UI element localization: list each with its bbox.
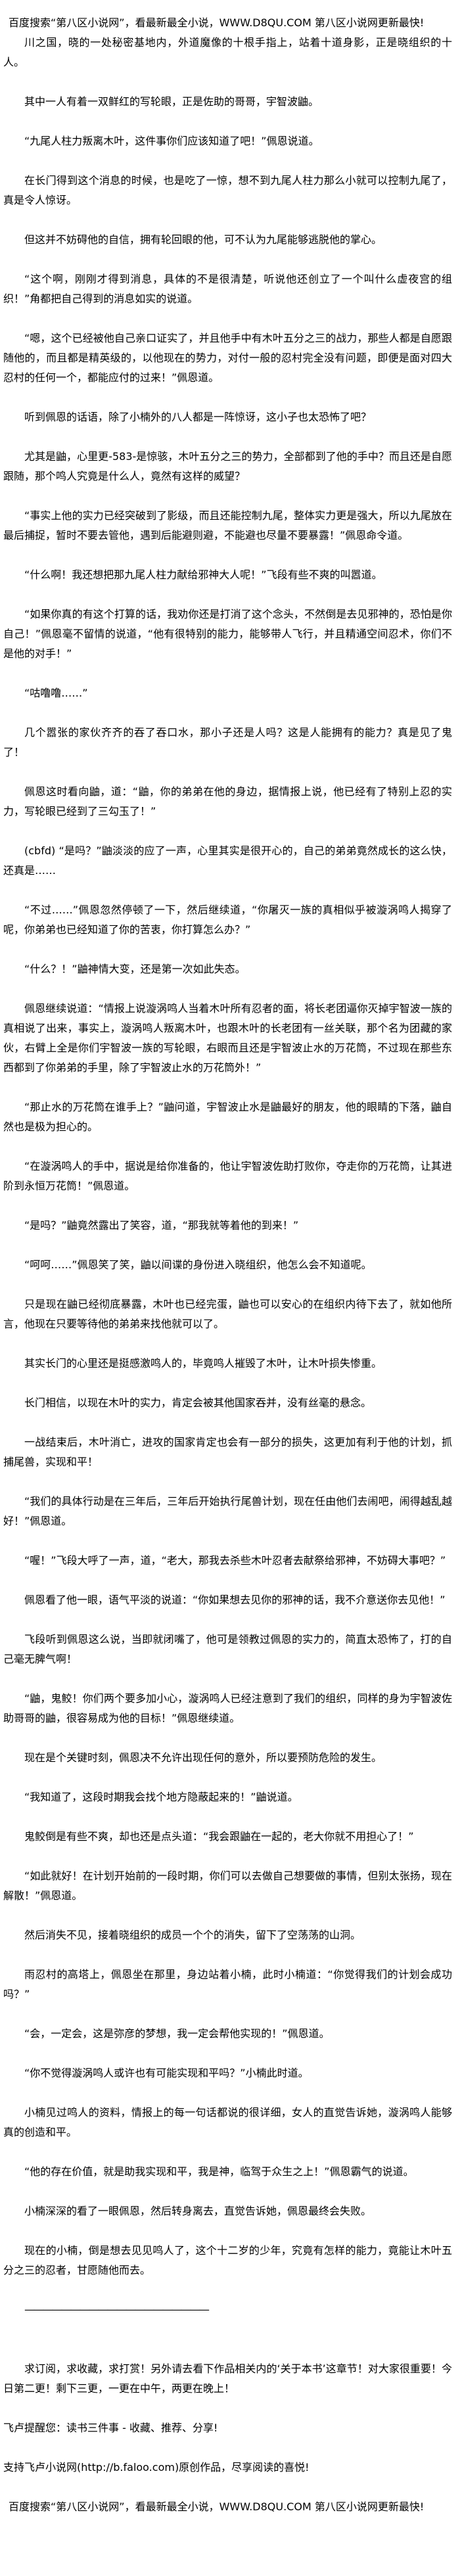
paragraph: 几个嚣张的家伙齐齐的吞了吞口水，那小子还是人吗？这是人能拥有的能力？真是见了鬼了… — [3, 726, 452, 758]
paragraph: 鬼鲛倒是有些不爽，却也还是点头道：“我会跟鼬在一起的，老大你就不用担心了！” — [24, 1830, 414, 1843]
paragraph: 佩恩看了他一眼，语气平淡的说道：“你如果想去见你的邪神的话，我不介意送你去见他！… — [24, 1594, 446, 1606]
paragraph: “在漩涡鸣人的手中，据说是给你准备的，他让宇智波佐助打败你，夺走你的万花筒，让其… — [3, 1160, 452, 1192]
paragraph: “你不觉得漩涡鸣人或许也有可能实现和平吗？”小楠此时道。 — [24, 2067, 309, 2079]
paragraph: “如果你真的有这个打算的话，我劝你还是打消了这个念头，不然倒是去见邪神的，恐怕是… — [3, 608, 452, 660]
paragraph: 小楠见过鸣人的资料，情报上的每一句话都说的很详细，女人的直觉告诉她，漩涡鸣人能够… — [3, 2106, 452, 2138]
paragraph: “事实上他的实力已经突破到了影级，而且还能控制九尾，整体实力更是强大，所以九尾放… — [3, 509, 452, 541]
site-banner-top: 百度搜索“第八区小说网”，看最新最全小说，WWW.D8QU.COM 第八区小说网… — [9, 16, 425, 29]
paragraph: 但这并不妨碍他的自信，拥有轮回眼的他，可不认为九尾能够逃脱他的掌心。 — [24, 233, 382, 246]
site-banner-bottom: 百度搜索“第八区小说网”，看最新最全小说，WWW.D8QU.COM 第八区小说网… — [9, 2500, 425, 2513]
paragraph: 其中一人有着一双鲜红的写轮眼，正是佐助的哥哥，宇智波鼬。 — [24, 95, 319, 108]
paragraph: “我知道了，这段时期我会找个地方隐蔽起来的！”鼬说道。 — [24, 1791, 298, 1803]
paragraph: 其实长门的心里还是挺感激鸣人的，毕竟鸣人摧毁了木叶，让木叶损失惨重。 — [24, 1357, 382, 1369]
paragraph: “嗯，这个已经被他自己亲口证实了，并且他手中有木叶五分之三的战力，那些人都是自愿… — [3, 332, 452, 384]
paragraph: 在长门得到这个消息的时候，也是吃了一惊，想不到九尾人柱力那么小就可以控制九尾了，… — [3, 174, 452, 206]
paragraph: “他的存在价值，就是助我实现和平，我是神，临驾于众生之上！”佩恩霸气的说道。 — [24, 2165, 414, 2178]
paragraph: 长门相信，以现在木叶的实力，肯定会被其他国家吞并，没有丝毫的悬念。 — [24, 1396, 372, 1409]
author-note: 求订阅，求收藏，求打赏！另外请去看下作品相关内的‘关于本书’这章节！对大家很重要… — [3, 2362, 452, 2395]
chapter-body: 川之国，晓的一处秘密基地内，外道魔像的十根手指上，站着十道身影，正是晓组织的十人… — [3, 33, 452, 2280]
paragraph: 川之国，晓的一处秘密基地内，外道魔像的十根手指上，站着十道身影，正是晓组织的十人… — [3, 36, 452, 68]
paragraph: 佩恩这时看向鼬，道：“鼬，你的弟弟在他的身边，据情报上说，他已经有了特别上忍的实… — [3, 785, 452, 817]
paragraph: “是吗？”鼬竟然露出了笑容，道，“那我就等着他的到来！” — [24, 1219, 299, 1231]
support-text: 支持飞卢小说网(http://b.faloo.com)原创作品，尽享阅读的喜悦! — [3, 2461, 310, 2473]
paragraph: 现在的小楠，倒是想去见见鸣人了，这个十二岁的少年，究竟有怎样的能力，竟能让木叶五… — [3, 2244, 452, 2276]
paragraph: “喔！”飞段大呼了一声，道，“老大，那我去杀些木叶忍者去献祭给邪神，不妨碍大事吧… — [24, 1554, 446, 1567]
paragraph: 一战结束后，木叶消亡，进攻的国家肯定也会有一部分的损失，这更加有利于他的计划，抓… — [3, 1436, 452, 1468]
paragraph: 听到佩恩的话语，除了小楠外的八人都是一阵惊讶，这小子也太恐怖了吧？ — [24, 411, 372, 423]
paragraph: 佩恩继续说道：“情报上说漩涡鸣人当着木叶所有忍者的面，将长老团逼你灭掉宇智波一族… — [3, 1002, 452, 1074]
paragraph: “九尾人柱力叛离木叶，这件事你们应该知道了吧！”佩恩说道。 — [24, 135, 319, 147]
paragraph: 只是现在鼬已经彻底暴露，木叶也已经完蛋，鼬也可以安心的在组织内待下去了，就如他所… — [3, 1298, 452, 1330]
reminder-text: 飞卢提醒您：读书三件事 - 收藏、推荐、分享! — [3, 2422, 218, 2434]
paragraph: 现在是个关键时刻，佩恩决不允许出现任何的意外，所以要预防危险的发生。 — [24, 1751, 382, 1764]
paragraph: “如此就好！在计划开始前的一段时期，你们可以去做自己想要做的事情，但别太张扬，现… — [3, 1870, 452, 1902]
paragraph: “什么？！”鼬神情大变，还是第一次如此失态。 — [24, 963, 246, 975]
divider-line: ———————————————————— — [24, 2303, 210, 2316]
paragraph: “那止水的万花筒在谁手上？”鼬问道，宇智波止水是鼬最好的朋友，他的眼睛的下落，鼬… — [3, 1101, 452, 1133]
paragraph: “咕噜噜……” — [24, 687, 88, 699]
paragraph: “我们的具体行动是在三年后，三年后开始执行尾兽计划，现在任由他们去闹吧，闹得越乱… — [3, 1495, 452, 1527]
paragraph: 尤其是鼬，心里更-583-是惊骇，木叶五分之三的势力，全部都到了他的手中？而且还… — [3, 450, 452, 482]
paragraph: 然后消失不见，接着晓组织的成员一个个的消失，留下了空荡荡的山洞。 — [24, 1929, 361, 1941]
paragraph: “呵呵……”佩恩笑了笑，鼬以间谍的身份进入晓组织，他怎么会不知道呢。 — [24, 1258, 372, 1271]
paragraph: (cbfd) “是吗？”鼬淡淡的应了一声，心里其实是很开心的，自己的弟弟竟然成长… — [3, 844, 452, 877]
paragraph: 飞段听到佩恩这么说，当即就闭嘴了，他可是领教过佩恩的实力的，简直太恐怖了，打的自… — [3, 1633, 452, 1665]
paragraph: “会，一定会，这是弥彦的梦想，我一定会帮他实现的！”佩恩道。 — [24, 2027, 330, 2040]
paragraph: 小楠深深的看了一眼佩恩，然后转身离去，直觉告诉她，佩恩最终会失败。 — [24, 2205, 372, 2217]
paragraph: “不过……”佩恩忽然停顿了一下，然后继续道，“你屠灭一族的真相似乎被漩涡鸣人揭穿… — [3, 904, 452, 936]
paragraph: 雨忍村的高塔上，佩恩坐在那里，身边站着小楠，此时小楠道：“你觉得我们的计划会成功… — [3, 1968, 452, 2000]
paragraph: “什么啊！我还想把那九尾人柱力献给邪神大人呢！”飞段有些不爽的叫嚣道。 — [24, 568, 382, 581]
paragraph: “这个啊，刚刚才得到消息，具体的不是很清楚，听说他还创立了一个叫什么虚夜宫的组织… — [3, 273, 452, 305]
paragraph: “鼬，鬼鲛！你们两个要多加小心，漩涡鸣人已经注意到了我们的组织，同样的身为宇智波… — [3, 1692, 452, 1724]
